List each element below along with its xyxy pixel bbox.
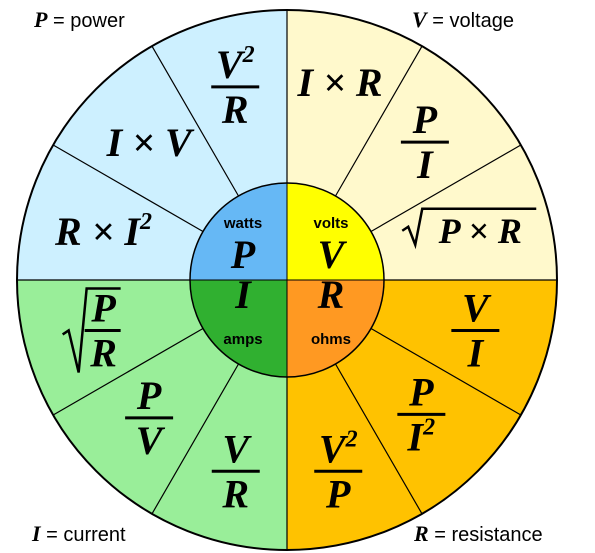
voltage-symbol: V (412, 7, 427, 32)
formula-denominator: R (221, 87, 249, 132)
center-power-symbol: P (230, 232, 256, 277)
formula-voltage-1: I × R (297, 60, 383, 105)
formula-current-3: PR (61, 285, 121, 375)
formula-current-1: VR (211, 426, 260, 516)
formula-denominator: I (416, 142, 434, 187)
power-symbol: P (34, 7, 48, 32)
sqrt-sign (401, 207, 537, 250)
volts-unit-label: volts (313, 215, 348, 232)
divider-line (370, 144, 522, 233)
divider-line (334, 363, 423, 515)
divider-line (151, 45, 240, 197)
formula-numerator: V (222, 426, 252, 471)
current-label: = current (46, 524, 126, 546)
wheel-outline (16, 9, 558, 551)
formula-power-3: R × I2 (54, 209, 152, 254)
center-current-symbol: I (234, 272, 252, 317)
amps-unit-label: amps (223, 331, 262, 348)
sqrt-sign (61, 287, 121, 373)
center-resistance (287, 280, 384, 377)
corner-label-current: I = current (32, 521, 126, 547)
center-voltage-symbol: V (318, 232, 348, 277)
current-symbol: I (32, 521, 41, 546)
divider-line (151, 363, 240, 515)
center-voltage (287, 183, 384, 280)
formula-voltage-3: P × R (401, 207, 537, 251)
power-label: = power (53, 10, 125, 32)
formula-numerator: P (136, 373, 162, 418)
formula-denominator: I (467, 330, 485, 375)
divider-line (52, 144, 204, 233)
formula-text: P × R (438, 211, 522, 251)
resistance-label: = resistance (434, 524, 543, 546)
formula-denominator: R (221, 471, 249, 516)
formula-denominator: V (136, 418, 166, 463)
divider-line (52, 327, 204, 416)
formula-numerator: V (462, 285, 492, 330)
center-circle-outline (189, 182, 385, 378)
formula-numerator: P (408, 369, 434, 414)
formula-power-2: I × V (106, 120, 195, 165)
corner-label-resistance: R = resistance (414, 521, 543, 547)
center-current (190, 280, 287, 377)
formula-text: I × R (297, 60, 383, 105)
formula-voltage-2: PI (400, 97, 449, 187)
formula-numerator: P (412, 97, 438, 142)
formula-denominator: P (325, 471, 351, 516)
formula-text: R × I2 (54, 209, 152, 254)
corner-label-power: P = power (34, 7, 125, 33)
formula-denominator: R (89, 330, 117, 375)
formula-current-2: PV (125, 373, 174, 463)
formula-resistance-3: V2P (314, 426, 363, 516)
formula-text: I × V (106, 120, 195, 165)
corner-label-voltage: V = voltage (412, 7, 514, 33)
center-power (190, 183, 287, 280)
divider-line (370, 327, 522, 416)
formula-resistance-1: VI (451, 285, 500, 375)
formula-numerator: P (90, 285, 116, 330)
divider-line (334, 45, 423, 197)
ohms-unit-label: ohms (311, 331, 351, 348)
watts-unit-label: watts (223, 215, 262, 232)
center-resistance-symbol: R (317, 272, 345, 317)
resistance-symbol: R (414, 521, 429, 546)
voltage-label: = voltage (432, 10, 514, 32)
